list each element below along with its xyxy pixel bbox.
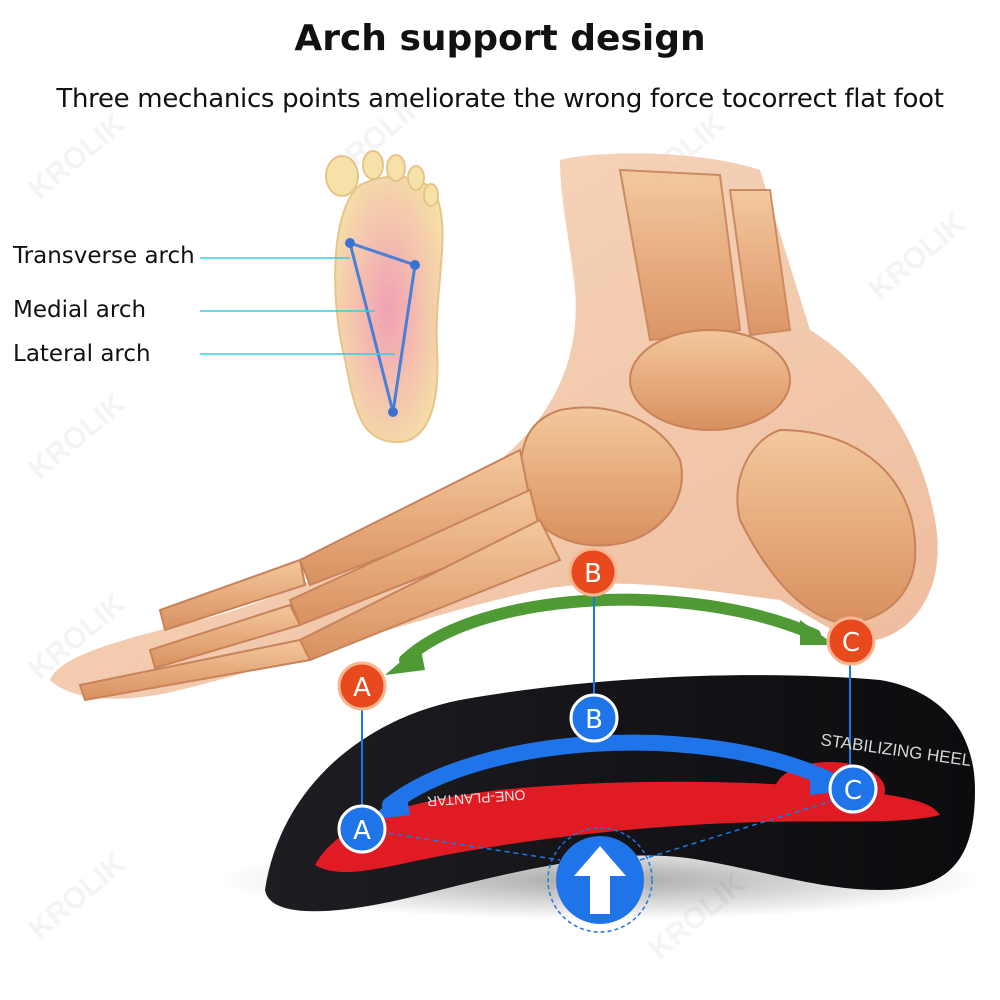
label-medial-arch: Medial arch [13,297,147,323]
foot-skeleton [50,153,938,702]
marker-orange-b: B [568,547,618,597]
svg-text:B: B [584,559,602,589]
page-title: Arch support design [294,18,706,59]
svg-text:C: C [842,628,860,658]
up-arrow-icon [547,827,653,933]
marker-blue-b: B [569,693,619,743]
force-arrows [370,593,850,820]
label-transverse-arch: Transverse arch [13,243,195,269]
marker-blue-a: A [337,804,387,854]
svg-text:A: A [353,816,371,846]
label-lateral-arch: Lateral arch [13,341,151,367]
insole-plantar-text: ONE-PLANTAR [426,787,525,810]
svg-text:C: C [844,776,862,806]
marker-blue-c: C [828,764,878,814]
svg-text:B: B [585,705,603,735]
sole-diagram [200,150,444,444]
marker-orange-c: C [826,616,876,666]
svg-text:A: A [353,673,371,703]
page-subtitle: Three mechanics points ameliorate the wr… [56,84,944,114]
marker-orange-a: A [337,661,387,711]
